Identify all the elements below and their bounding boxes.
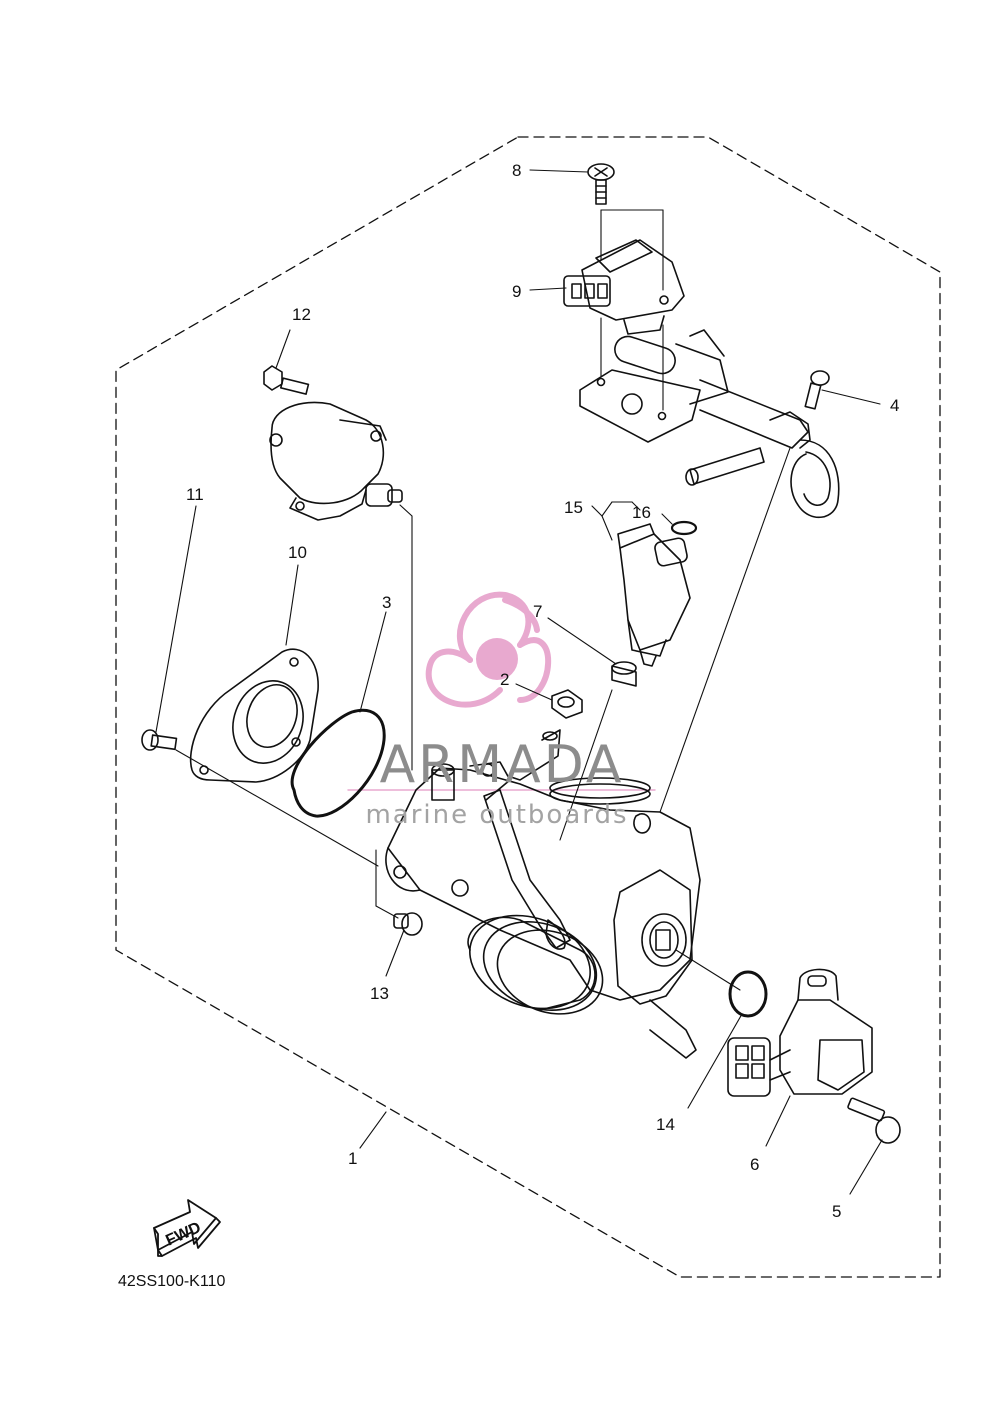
part-12-bolt bbox=[263, 329, 310, 395]
part-5-bolt bbox=[847, 1097, 901, 1195]
callout-7: 7 bbox=[533, 602, 542, 621]
callout-10: 10 bbox=[288, 543, 307, 562]
leader-3 bbox=[359, 611, 387, 713]
callout-15: 15 bbox=[564, 498, 583, 517]
part-15-injector bbox=[601, 501, 691, 667]
leader-15 bbox=[591, 505, 603, 517]
leader-8 bbox=[529, 169, 589, 173]
assembly-boundary-dashed bbox=[115, 136, 941, 1278]
callout-1: 1 bbox=[348, 1149, 357, 1168]
leader-14 bbox=[687, 1013, 743, 1109]
callout-16: 16 bbox=[632, 503, 651, 522]
leader-1 bbox=[359, 1111, 387, 1149]
part-13-plug bbox=[375, 849, 423, 977]
callout-14: 14 bbox=[656, 1115, 675, 1134]
propeller-icon bbox=[425, 591, 552, 708]
callout-9: 9 bbox=[512, 282, 521, 301]
throttle-body bbox=[385, 729, 741, 1059]
callout-5: 5 bbox=[832, 1202, 841, 1221]
callout-13: 13 bbox=[370, 984, 389, 1003]
part-3-o-ring bbox=[290, 708, 386, 818]
callout-3: 3 bbox=[382, 593, 391, 612]
propeller-hub-icon bbox=[476, 638, 518, 680]
callout-2: 2 bbox=[500, 670, 509, 689]
part-11-bolt bbox=[141, 505, 379, 867]
part-2-nut bbox=[515, 683, 583, 719]
part-14-o-ring bbox=[728, 970, 768, 1018]
part-8-screw bbox=[587, 163, 664, 291]
part-7-washer bbox=[547, 617, 637, 841]
fwd-arrow-icon bbox=[153, 1199, 221, 1257]
part-16-o-ring bbox=[670, 520, 698, 536]
idle-air-valve bbox=[269, 401, 413, 771]
watermark-tagline: marine outboards bbox=[365, 800, 628, 830]
watermark-brand: ARMADA bbox=[380, 735, 625, 795]
callout-12: 12 bbox=[292, 305, 311, 324]
callout-11: 11 bbox=[186, 485, 204, 504]
watermark-logo bbox=[347, 591, 656, 791]
leader-9 bbox=[529, 287, 567, 291]
part-4-screw bbox=[804, 370, 881, 410]
callout-6: 6 bbox=[750, 1155, 759, 1174]
diagram-code: 42SS100-K110 bbox=[118, 1273, 225, 1290]
fuel-rail bbox=[579, 329, 840, 813]
callout-8: 8 bbox=[512, 161, 521, 180]
part-9-sensor bbox=[563, 239, 685, 411]
part-10-gasket bbox=[189, 564, 319, 783]
leader-16 bbox=[661, 513, 673, 525]
part-6-tps-sensor bbox=[727, 968, 873, 1147]
callout-4: 4 bbox=[890, 396, 899, 415]
